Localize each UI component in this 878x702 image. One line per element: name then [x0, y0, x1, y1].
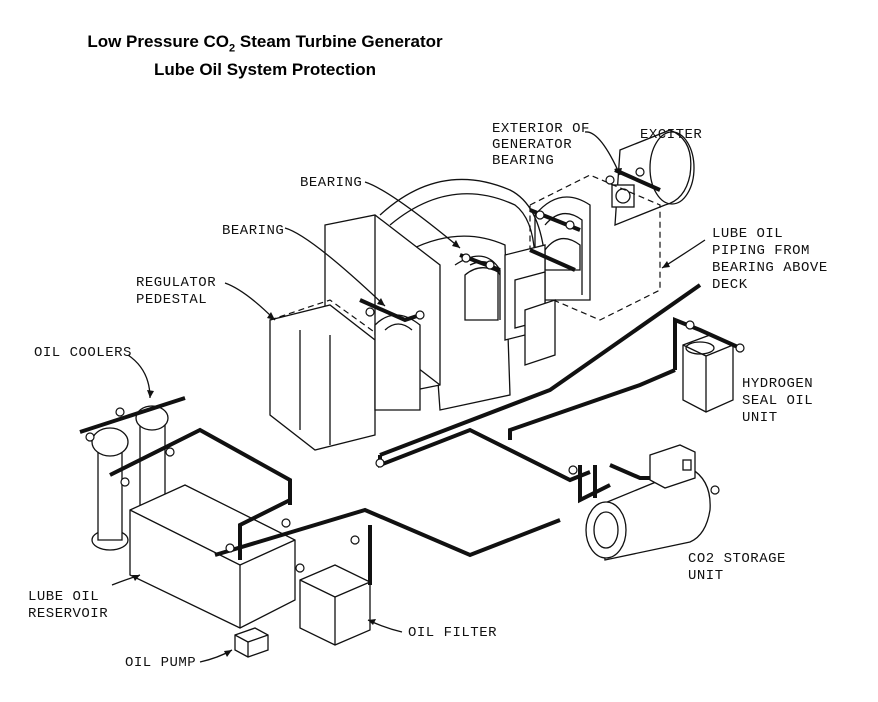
- label-exterior-of-generator-bearing: EXTERIOR OF GENERATOR BEARING: [492, 121, 599, 169]
- diagram-title-line2: Lube Oil System Protection: [154, 60, 376, 79]
- oil-pump: [234, 627, 269, 658]
- label-exciter: EXCITER: [640, 127, 702, 143]
- label-oil-coolers: OIL COOLERS: [34, 345, 132, 361]
- lube-oil-reservoir: [129, 484, 296, 629]
- label-bearing-upper: BEARING: [300, 175, 362, 191]
- label-regulator-pedestal: REGULATOR PEDESTAL: [136, 275, 225, 308]
- label-hydrogen-seal-oil-unit: HYDROGEN SEAL OIL UNIT: [742, 376, 822, 426]
- exciter: [611, 129, 695, 226]
- oil-coolers: [91, 405, 169, 551]
- hydrogen-seal-oil-unit: [682, 334, 734, 413]
- lube-oil-piping: [79, 168, 741, 585]
- co2-storage-unit: [585, 444, 711, 561]
- diagram-title-line1: Low Pressure CO2 Steam Turbine Generator: [0, 32, 530, 54]
- generator-housing: [529, 174, 661, 321]
- label-lube-oil-piping: LUBE OIL PIPING FROM BEARING ABOVE DECK: [712, 226, 837, 293]
- pipe-fittings: [85, 167, 745, 573]
- title-line1-suffix: Steam Turbine Generator: [235, 32, 443, 51]
- leader-lines: [111, 131, 706, 663]
- oil-filter: [299, 564, 371, 646]
- label-lube-oil-reservoir: LUBE OIL RESERVOIR: [28, 589, 108, 622]
- label-bearing-lower: BEARING: [222, 223, 284, 239]
- title-line1-prefix: Low Pressure CO: [87, 32, 230, 51]
- label-oil-pump: OIL PUMP: [125, 655, 196, 671]
- label-oil-filter: OIL FILTER: [408, 625, 497, 641]
- regulator-pedestal: [269, 214, 441, 451]
- label-co2-storage-unit: CO2 STORAGE UNIT: [688, 551, 795, 584]
- title-line1-subscript: 2: [229, 42, 236, 55]
